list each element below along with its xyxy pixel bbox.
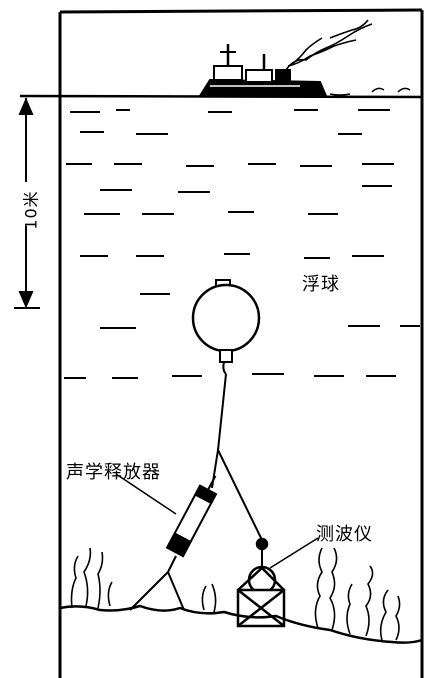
acoustic-release xyxy=(115,473,218,558)
float-buoy xyxy=(191,279,261,375)
wave-gauge-label: 测波仪 xyxy=(316,524,373,545)
water-dashes xyxy=(64,109,420,379)
ship-smoke xyxy=(285,19,373,71)
seabed xyxy=(59,604,423,644)
float-label: 浮球 xyxy=(302,274,340,295)
depth-label: 10米 xyxy=(21,190,41,230)
frame xyxy=(58,8,424,678)
birds xyxy=(371,87,411,93)
acoustic-release-label: 声学释放器 xyxy=(66,462,161,483)
ship xyxy=(198,44,351,97)
seaweed xyxy=(70,547,401,641)
depth-dimension xyxy=(14,97,40,309)
wave-gauge xyxy=(236,537,319,628)
